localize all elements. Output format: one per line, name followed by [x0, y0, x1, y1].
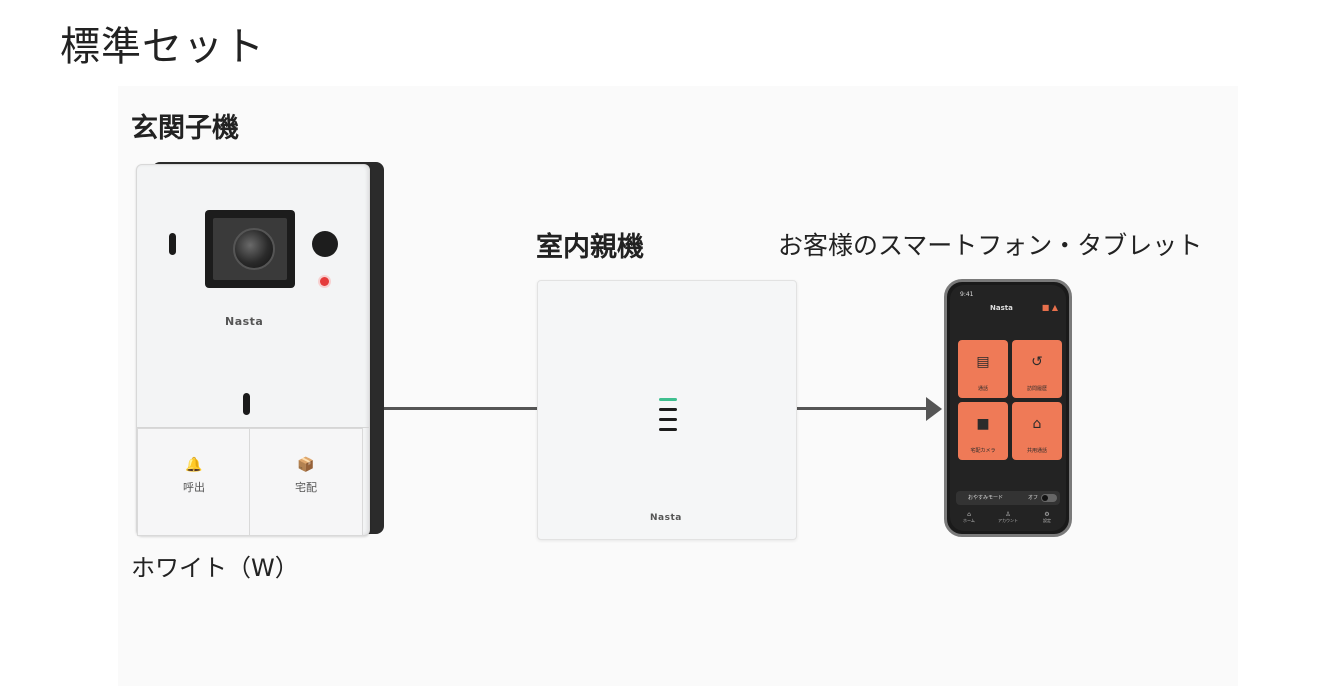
home-call-icon: ⌂: [1032, 416, 1042, 432]
arrow-line: [797, 407, 928, 410]
tile-shared-call[interactable]: ⌂ 共用通話: [1012, 402, 1062, 460]
sleep-mode-bar: おやすみモード オフ: [956, 491, 1060, 505]
door-brand-logo: Nasta: [225, 315, 264, 328]
tile-label: 共用通話: [1026, 448, 1047, 454]
status-time: 9:41: [960, 291, 974, 298]
tab-label: アカウント: [998, 518, 1018, 523]
color-label: ホワイト（W）: [131, 554, 299, 582]
delivery-button[interactable]: 📦 宅配: [249, 428, 363, 536]
tile-label: 通話: [977, 386, 988, 392]
door-speaker-slot: [169, 233, 176, 255]
speaker-line: [659, 428, 677, 431]
tile-call[interactable]: ▤ 通話: [958, 340, 1008, 398]
door-led: [320, 277, 329, 286]
delivery-button-label: 宅配: [295, 481, 317, 494]
gear-icon: ⚙: [1044, 511, 1050, 518]
tab-label: ホーム: [963, 518, 975, 523]
door-camera: [205, 210, 295, 288]
door-mic-slot: [243, 393, 250, 415]
package-icon: 📦: [297, 457, 315, 473]
door-unit: Nasta 🔔 呼出 📦 宅配: [136, 164, 370, 536]
speaker-line: [659, 408, 677, 411]
video-camera-icon: ■: [976, 416, 990, 432]
app-brand-logo: Nasta: [990, 304, 1013, 312]
tile-delivery-camera[interactable]: ■ 宅配カメラ: [958, 402, 1008, 460]
indoor-unit-label: 室内親機: [536, 232, 644, 263]
home-icon: ⌂: [967, 511, 971, 518]
intercom-icon: ▤: [976, 354, 990, 370]
call-button[interactable]: 🔔 呼出: [137, 428, 251, 536]
account-icon: ♙: [1005, 511, 1011, 518]
camera-housing: [213, 218, 287, 280]
connector-line: [384, 407, 537, 410]
bell-icon: 🔔: [185, 457, 203, 473]
door-unit-label: 玄関子機: [131, 113, 239, 144]
call-button-label: 呼出: [183, 481, 205, 494]
door-button-row: 🔔 呼出 📦 宅配: [137, 427, 369, 536]
notification-icon[interactable]: ■ ▲: [1041, 303, 1058, 312]
tile-label: 宅配カメラ: [970, 448, 996, 454]
indoor-brand-logo: Nasta: [650, 513, 682, 523]
arrow-right-icon: [926, 397, 942, 421]
camera-lens-icon: [233, 228, 275, 270]
status-indicator: [659, 398, 677, 401]
tab-account[interactable]: ♙ アカウント: [993, 511, 1023, 524]
app-screen: 9:41 Nasta ■ ▲ ▤ 通話 ↺ 訪問履歴 ■ 宅配カメラ ⌂ 共用通…: [950, 285, 1066, 531]
tab-home[interactable]: ⌂ ホーム: [954, 511, 984, 524]
sleep-mode-toggle[interactable]: [1041, 494, 1057, 502]
indoor-unit: Nasta: [537, 280, 797, 540]
door-sensor: [312, 231, 338, 257]
tab-settings[interactable]: ⚙ 設定: [1032, 511, 1062, 524]
sleep-mode-label: おやすみモード: [968, 495, 1004, 501]
tab-label: 設定: [1043, 518, 1051, 523]
smartphone: 9:41 Nasta ■ ▲ ▤ 通話 ↺ 訪問履歴 ■ 宅配カメラ ⌂ 共用通…: [944, 279, 1072, 537]
smartphone-label: お客様のスマートフォン・タブレット: [778, 231, 1203, 260]
history-icon: ↺: [1031, 354, 1043, 370]
tile-history[interactable]: ↺ 訪問履歴: [1012, 340, 1062, 398]
page-title: 標準セット: [60, 24, 265, 70]
sleep-mode-state: オフ: [1027, 495, 1038, 501]
tile-label: 訪問履歴: [1026, 386, 1047, 392]
speaker-line: [659, 418, 677, 421]
tab-bar: ⌂ ホーム ♙ アカウント ⚙ 設定: [950, 509, 1066, 531]
